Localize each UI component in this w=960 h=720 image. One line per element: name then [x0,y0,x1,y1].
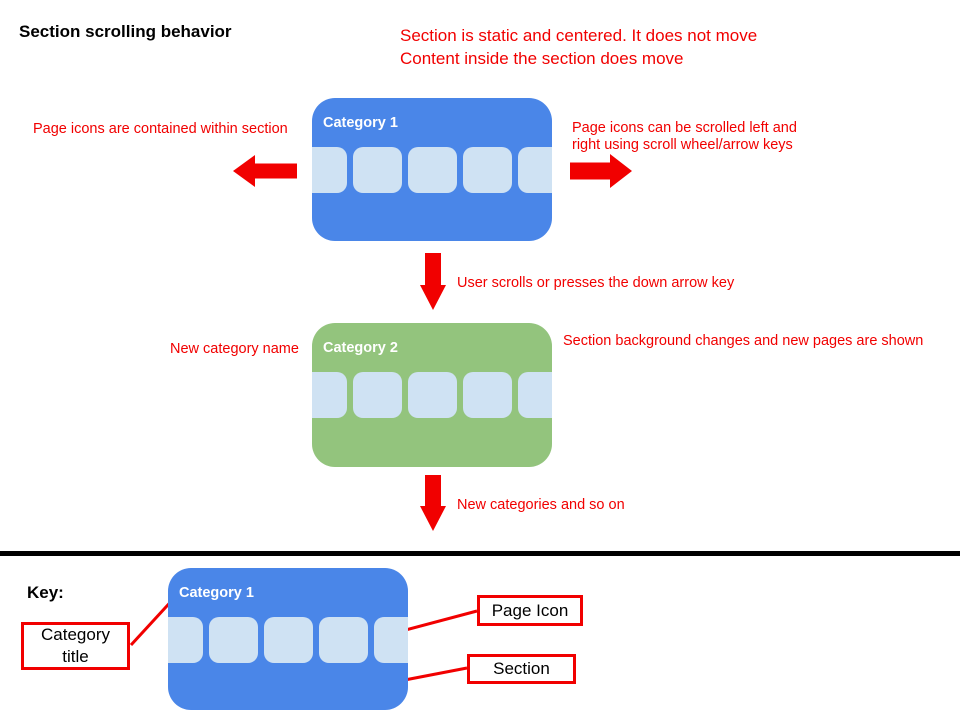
annotation-right-line2: right using scroll wheel/arrow keys [572,137,793,153]
key-label-page-icon: Page Icon [477,595,583,626]
key-label-category-title-line1: Category [41,625,110,644]
page-icon [463,147,512,193]
right-arrow-icon [570,154,632,188]
page-icon [408,147,457,193]
section-category-2: Category 2 [312,323,552,467]
page-icon [264,617,313,663]
page-icon [312,147,347,193]
page-icon [168,617,203,663]
key-label-page-icon-text: Page Icon [491,600,569,620]
section-2-title: Category 2 [323,340,398,356]
page-icon [463,372,512,418]
horizontal-divider [0,551,960,556]
annotation-background-change: Section background changes and new pages… [563,333,924,349]
annotation-right-section1: Page icons can be scrolled left and righ… [572,120,797,154]
top-note-line1: Section is static and centered. It does … [400,26,758,45]
key-label-category-title: Category title [21,622,130,670]
annotation-left-section1: Page icons are contained within section [33,121,288,137]
annotation-new-category: New category name [170,341,299,357]
page-icon [518,147,552,193]
page-icon [374,617,408,663]
key-section-example: Category 1 [168,568,408,710]
down-arrow-1-icon [420,253,446,310]
top-note: Section is static and centered. It does … [400,24,757,70]
key-heading: Key: [27,583,64,602]
annotation-right-line1: Page icons can be scrolled left and [572,120,797,136]
page-icon [353,147,402,193]
top-note-line2: Content inside the section does move [400,49,684,68]
page-title: Section scrolling behavior [19,22,232,41]
section-category-1: Category 1 [312,98,552,241]
section-1-title: Category 1 [323,115,398,131]
annotation-down1: User scrolls or presses the down arrow k… [457,275,735,291]
left-arrow-icon [233,155,297,187]
page-icon [353,372,402,418]
page-icon [209,617,258,663]
page-icon [312,372,347,418]
key-label-section-text: Section [493,659,550,678]
key-label-section: Section [467,654,576,684]
page-icon [319,617,368,663]
key-section-title: Category 1 [179,585,254,601]
page-icon [408,372,457,418]
page-icon [518,372,552,418]
down-arrow-2-icon [420,475,446,531]
annotation-down2: New categories and so on [457,497,625,513]
key-label-category-title-line2: title [62,647,89,666]
